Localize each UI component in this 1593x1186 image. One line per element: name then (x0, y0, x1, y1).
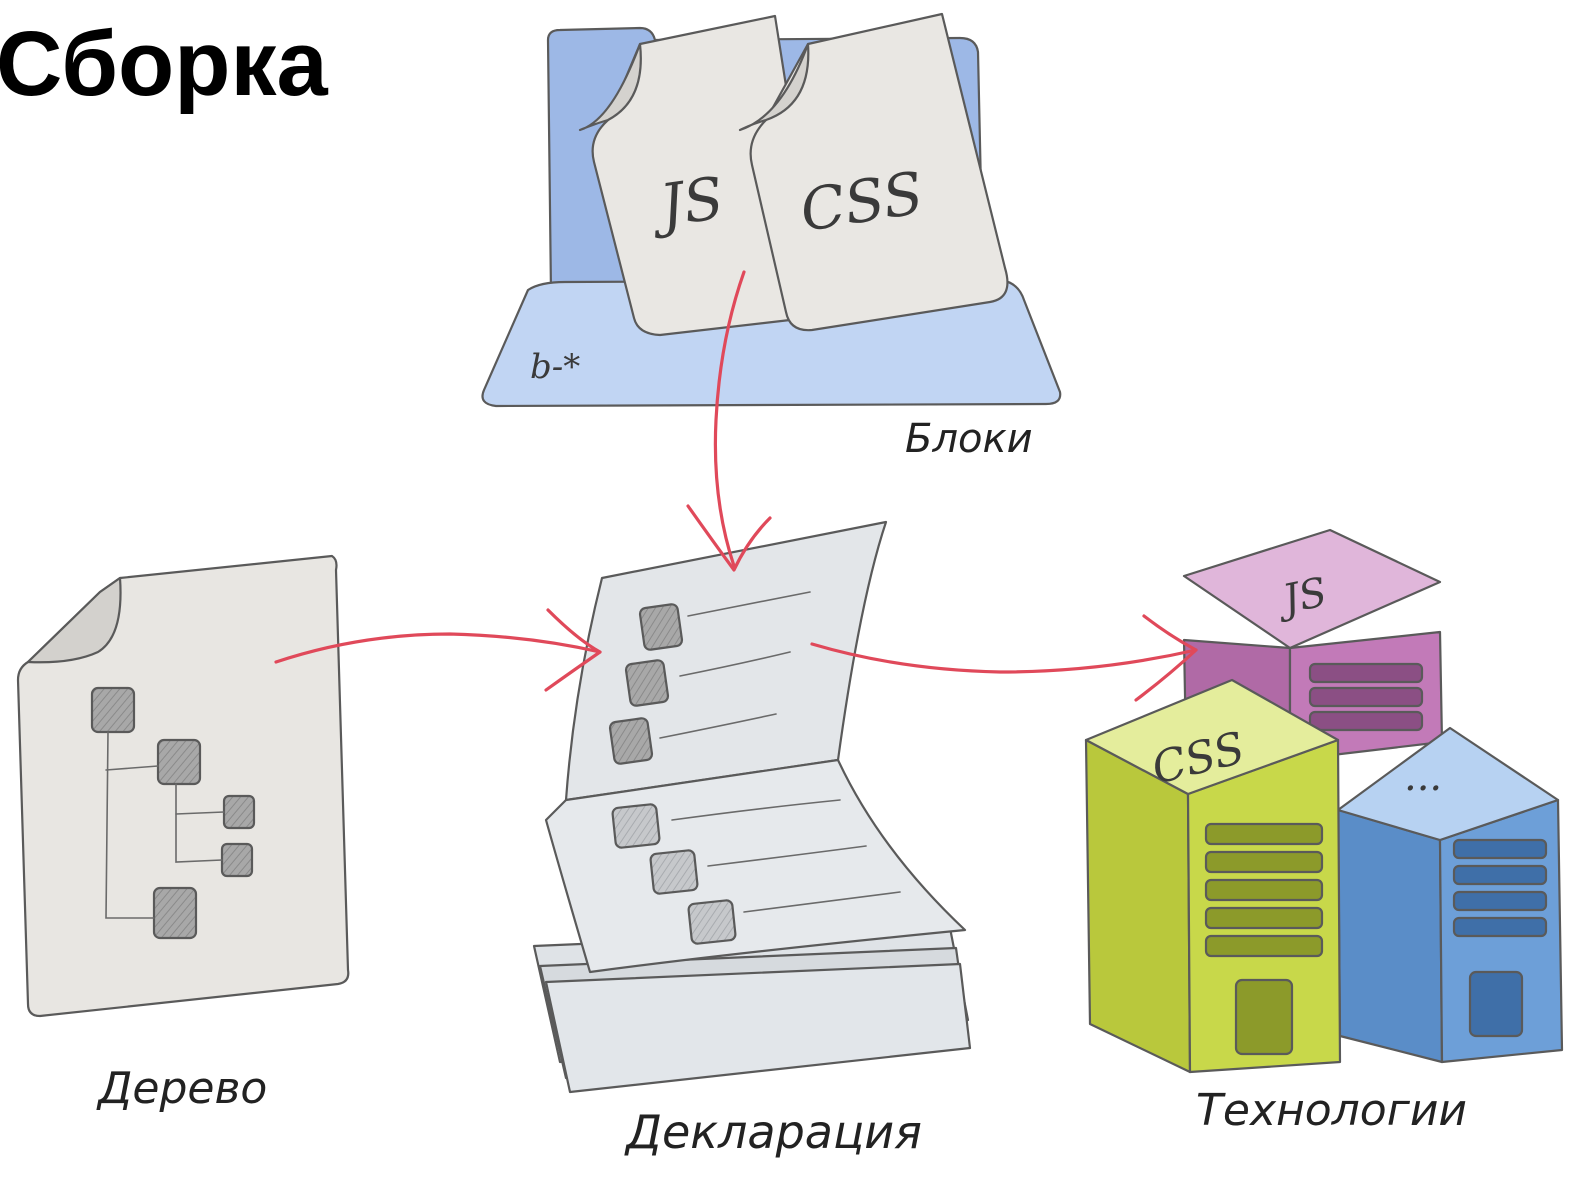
tree-label: Дерево (96, 1063, 267, 1114)
folder-tag: b-* (530, 347, 580, 387)
tree-node (156, 738, 202, 786)
declaration-item-icon (687, 899, 737, 945)
tree-document-icon (16, 554, 350, 1018)
css-file-icon: CSS (738, 12, 1009, 332)
blocks-to-declaration-arrow (686, 270, 772, 572)
declaration-label: Декларация (624, 1105, 922, 1159)
js-file-icon: JS (578, 14, 817, 337)
other-building-label: ... (1404, 754, 1442, 800)
tree-node (90, 686, 136, 734)
declaration-item-icon (624, 659, 670, 707)
declaration-to-technologies-arrow (810, 614, 1198, 702)
declaration-item-icon (638, 603, 684, 651)
technologies-label: Технологии (1196, 1085, 1467, 1136)
blocks-label: Блоки (905, 416, 1033, 462)
page-title: Сборка (0, 13, 328, 115)
css-building-icon: CSS (1084, 678, 1342, 1074)
declaration-item-icon (611, 803, 661, 849)
tree-to-declaration-arrow (274, 608, 602, 692)
other-building-icon: ... (1336, 726, 1564, 1064)
tree-node (222, 794, 256, 830)
declaration-document-icon (532, 520, 972, 1094)
tree-node (220, 842, 254, 878)
declaration-item-icon (608, 717, 654, 765)
tree-node (152, 886, 198, 940)
declaration-item-icon (649, 849, 699, 895)
